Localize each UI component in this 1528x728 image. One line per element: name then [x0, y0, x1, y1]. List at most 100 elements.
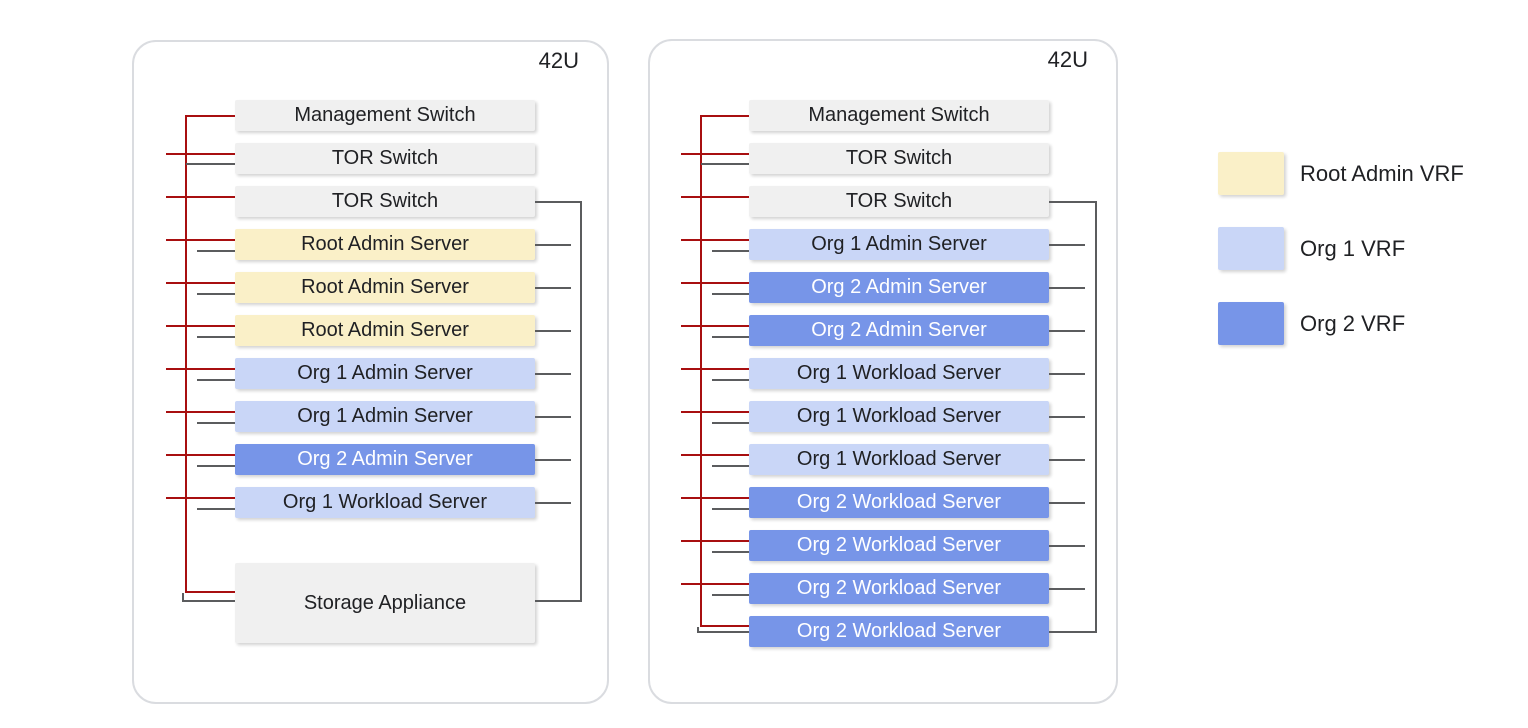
- mgmt-link-line: [681, 281, 749, 284]
- mgmt-link-line: [166, 453, 235, 456]
- data-link-line: [197, 464, 235, 467]
- mgmt-link-line: [681, 410, 749, 413]
- data-link-line: [197, 335, 235, 338]
- mgmt-link-line: [681, 152, 749, 155]
- mgmt-link-line: [681, 453, 749, 456]
- rack-unit-org-1-admin-server: Org 1 Admin Server: [235, 401, 535, 432]
- data-link-line: [712, 464, 749, 467]
- mgmt-link-line: [186, 591, 235, 593]
- data-link-line: [712, 550, 749, 553]
- mgmt-link-line: [681, 582, 749, 585]
- mgmt-link-line: [166, 324, 235, 327]
- rack-unit-org-2-admin-server: Org 2 Admin Server: [749, 315, 1049, 346]
- mgmt-link-line: [186, 114, 235, 117]
- rack-unit-root-admin-server: Root Admin Server: [235, 315, 535, 346]
- data-link-line: [1049, 458, 1085, 461]
- data-link-line: [535, 200, 582, 203]
- rack-unit-org-1-admin-server: Org 1 Admin Server: [235, 358, 535, 389]
- rack-unit-org-2-workload-server: Org 2 Workload Server: [749, 573, 1049, 604]
- data-bus-line: [1095, 200, 1097, 633]
- data-link-line: [182, 593, 184, 602]
- data-link-line: [698, 631, 749, 633]
- data-link-line: [697, 627, 699, 633]
- data-link-line: [535, 329, 571, 332]
- rack-1-capacity-label: 42U: [538, 48, 579, 73]
- rack-unit-management-switch: Management Switch: [235, 100, 535, 131]
- rack-unit-tor-switch: TOR Switch: [235, 143, 535, 174]
- data-link-line: [535, 415, 571, 418]
- data-link-line: [535, 372, 571, 375]
- legend-item: Root Admin VRF: [1218, 152, 1464, 195]
- mgmt-link-line: [681, 195, 749, 198]
- mgmt-bus-line: [185, 114, 187, 593]
- rack-unit-org-2-workload-server: Org 2 Workload Server: [749, 487, 1049, 518]
- rack-unit-storage-appliance: Storage Appliance: [235, 563, 535, 643]
- mgmt-bus-line: [700, 114, 702, 627]
- legend-swatch-org-1-vrf: [1218, 227, 1284, 270]
- data-link-line: [1049, 243, 1085, 246]
- mgmt-link-line: [701, 625, 749, 627]
- data-link-line: [712, 292, 749, 295]
- data-link-line: [712, 593, 749, 596]
- legend-label: Root Admin VRF: [1300, 160, 1464, 186]
- data-link-line: [1049, 415, 1085, 418]
- rack-unit-root-admin-server: Root Admin Server: [235, 272, 535, 303]
- data-link-line: [1049, 286, 1085, 289]
- data-link-line: [197, 292, 235, 295]
- data-bus-line: [580, 200, 582, 602]
- mgmt-link-line: [166, 496, 235, 499]
- rack-unit-tor-switch: TOR Switch: [749, 186, 1049, 217]
- data-link-line: [1049, 544, 1085, 547]
- mgmt-link-line: [681, 539, 749, 542]
- data-link-line: [197, 378, 235, 381]
- mgmt-link-line: [166, 238, 235, 241]
- data-link-line: [1049, 372, 1085, 375]
- data-link-line: [186, 162, 235, 165]
- data-link-line: [1049, 200, 1097, 203]
- mgmt-link-line: [166, 195, 235, 198]
- data-link-line: [1049, 501, 1085, 504]
- legend-item: Org 2 VRF: [1218, 302, 1405, 345]
- rack-unit-org-1-workload-server: Org 1 Workload Server: [749, 401, 1049, 432]
- data-link-line: [183, 600, 235, 602]
- rack-unit-root-admin-server: Root Admin Server: [235, 229, 535, 260]
- data-link-line: [197, 249, 235, 252]
- rack-unit-org-1-workload-server: Org 1 Workload Server: [749, 358, 1049, 389]
- mgmt-link-line: [681, 367, 749, 370]
- rack-unit-org-2-workload-server: Org 2 Workload Server: [749, 616, 1049, 647]
- mgmt-link-line: [681, 238, 749, 241]
- rack-unit-org-2-admin-server: Org 2 Admin Server: [749, 272, 1049, 303]
- rack-unit-org-1-admin-server: Org 1 Admin Server: [749, 229, 1049, 260]
- rack-unit-tor-switch: TOR Switch: [749, 143, 1049, 174]
- mgmt-link-line: [166, 281, 235, 284]
- mgmt-link-line: [166, 410, 235, 413]
- data-link-line: [535, 600, 582, 602]
- legend-swatch-org-2-vrf: [1218, 302, 1284, 345]
- legend-label: Org 1 VRF: [1300, 235, 1406, 261]
- mgmt-link-line: [166, 152, 235, 155]
- data-link-line: [197, 507, 235, 510]
- data-link-line: [712, 378, 749, 381]
- data-link-line: [712, 335, 749, 338]
- rack-unit-org-1-workload-server: Org 1 Workload Server: [235, 487, 535, 518]
- data-link-line: [1049, 631, 1097, 633]
- legend-item: Org 1 VRF: [1218, 227, 1405, 270]
- data-link-line: [535, 501, 571, 504]
- data-link-line: [1049, 587, 1085, 590]
- data-link-line: [535, 286, 571, 289]
- rack-unit-org-2-workload-server: Org 2 Workload Server: [749, 530, 1049, 561]
- data-link-line: [197, 421, 235, 424]
- data-link-line: [535, 458, 571, 461]
- data-link-line: [712, 507, 749, 510]
- mgmt-link-line: [681, 324, 749, 327]
- rack-2-capacity-label: 42U: [1047, 47, 1088, 72]
- mgmt-link-line: [681, 496, 749, 499]
- data-link-line: [701, 162, 749, 165]
- data-link-line: [535, 243, 571, 246]
- rack-unit-org-1-workload-server: Org 1 Workload Server: [749, 444, 1049, 475]
- data-link-line: [712, 421, 749, 424]
- rack-unit-tor-switch: TOR Switch: [235, 186, 535, 217]
- legend-label: Org 2 VRF: [1300, 310, 1406, 336]
- mgmt-link-line: [166, 367, 235, 370]
